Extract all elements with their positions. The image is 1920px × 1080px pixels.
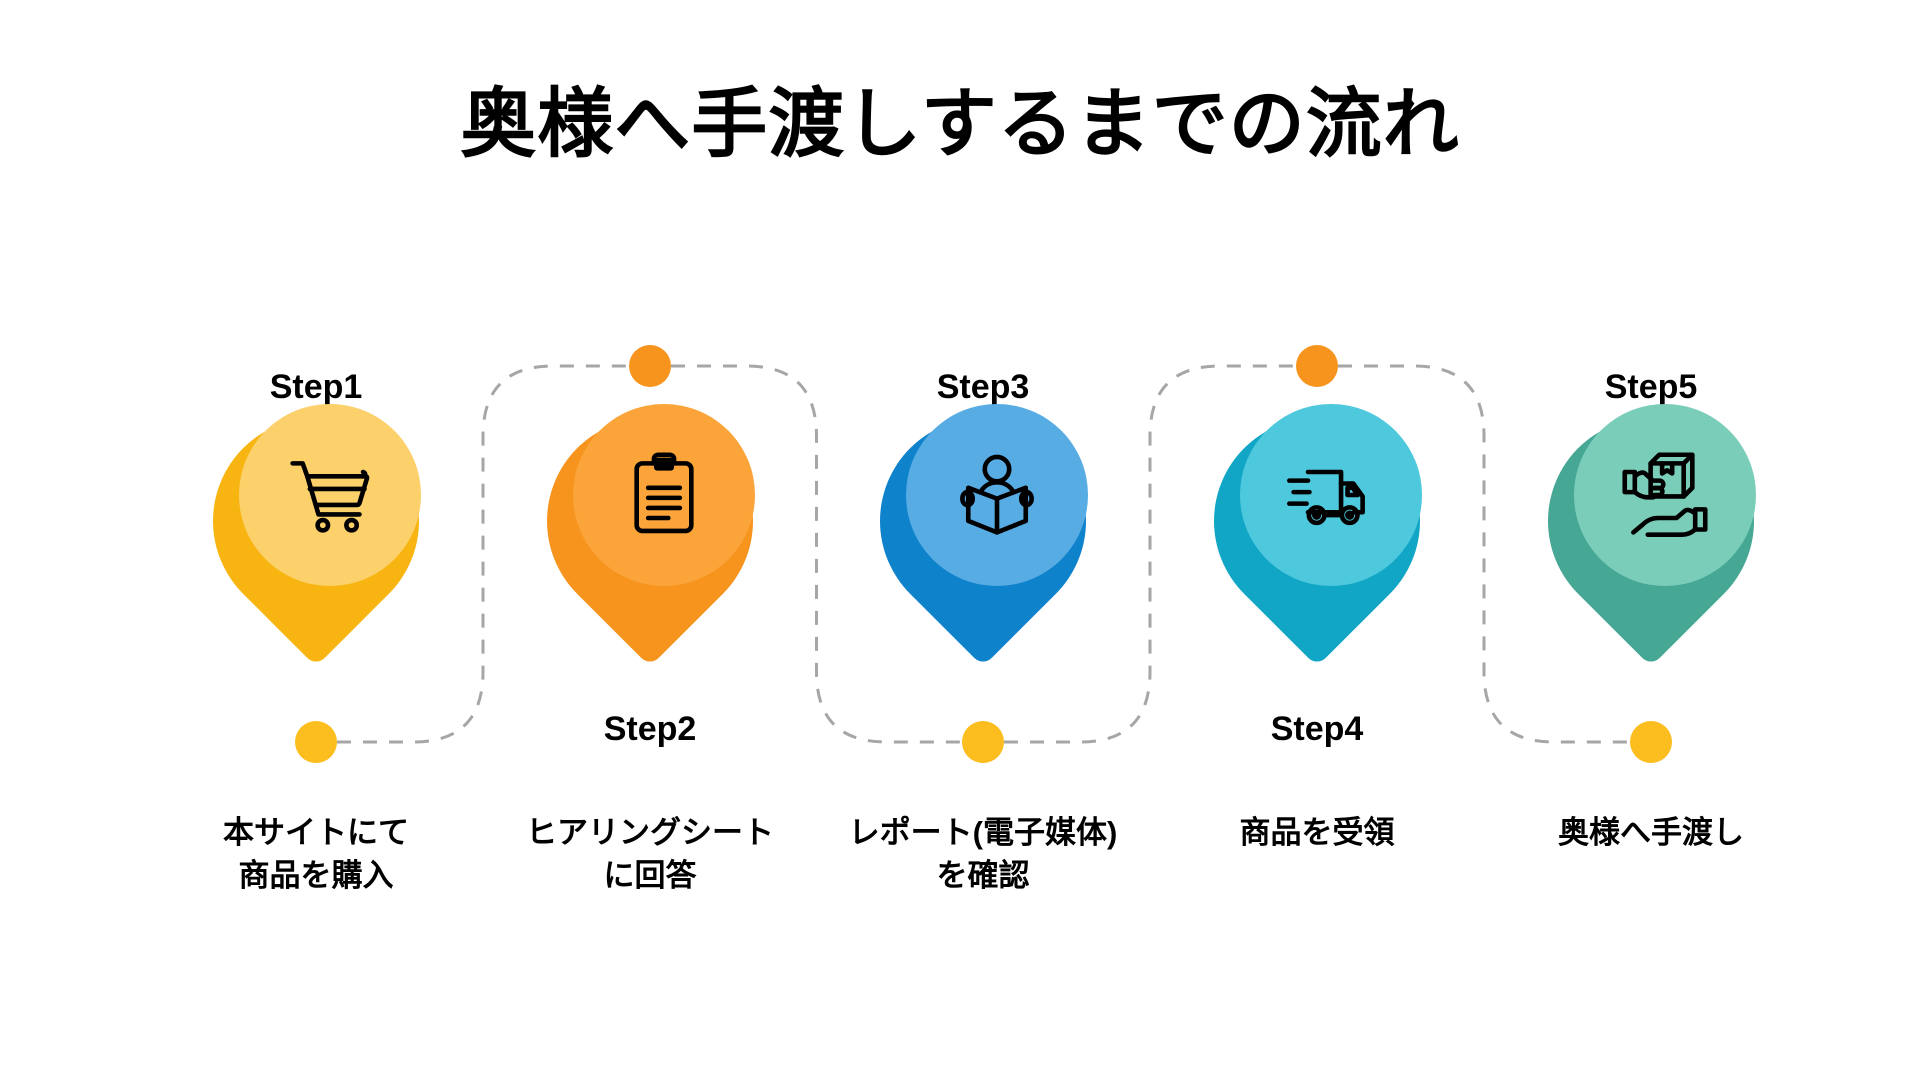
clipboard-icon <box>618 449 710 541</box>
step-1-pin[interactable] <box>170 375 462 678</box>
step-2-label: Step2 <box>603 710 697 748</box>
step-1-label: Step1 <box>269 368 363 406</box>
step-2-disc <box>573 404 755 586</box>
person-reading-book-icon <box>951 449 1043 541</box>
step-1-description: 本サイトにて 商品を購入 <box>223 815 409 893</box>
step-1-disc <box>239 404 421 586</box>
step-4-label: Step4 <box>1270 710 1364 748</box>
step-5-label: Step5 <box>1604 368 1698 406</box>
hand-receiving-box-icon <box>1619 449 1711 541</box>
shopping-cart-icon <box>284 449 376 541</box>
page-title: 奥様へ手渡しするまでの流れ <box>460 82 1460 167</box>
step-4-disc <box>1240 404 1422 586</box>
step-5-pin[interactable] <box>1505 375 1797 678</box>
delivery-truck-icon <box>1285 449 1377 541</box>
step-3-label: Step3 <box>936 368 1030 406</box>
step-3-disc <box>906 404 1088 586</box>
step-3-description: レポート(電子媒体) を確認 <box>848 815 1118 893</box>
step-4-pin[interactable] <box>1171 375 1463 678</box>
step-5-disc <box>1574 404 1756 586</box>
step-2-description: ヒアリングシート に回答 <box>526 815 774 893</box>
step-5-description: 奥様へ手渡し <box>1558 815 1744 850</box>
step-4-description: 商品を受領 <box>1239 815 1395 850</box>
step-3-pin[interactable] <box>837 375 1129 678</box>
step-2-pin[interactable] <box>504 375 796 678</box>
